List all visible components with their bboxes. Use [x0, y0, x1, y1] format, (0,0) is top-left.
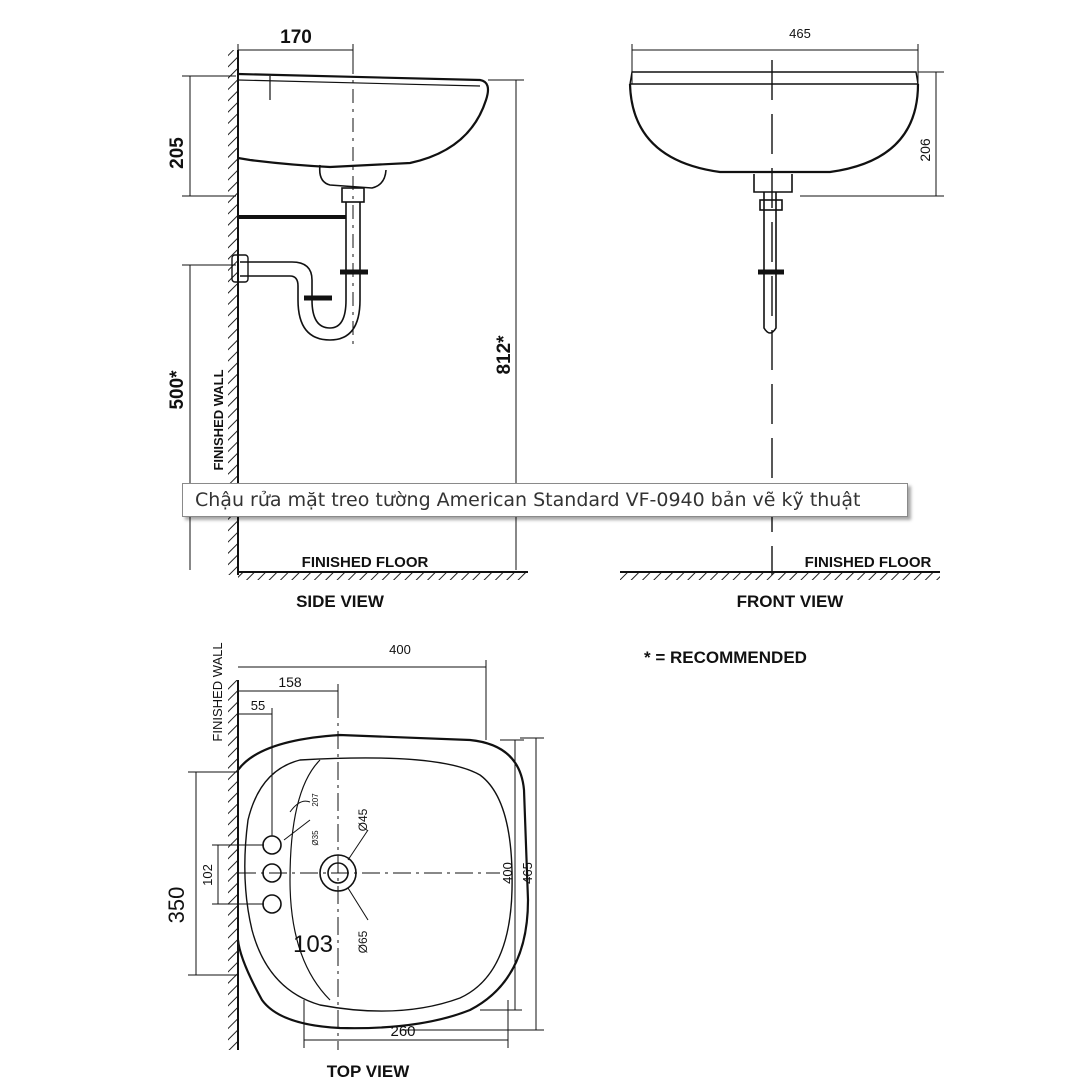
top-dim-207: 207: [311, 793, 320, 807]
front-floor-label: FINISHED FLOOR: [805, 554, 932, 571]
top-view-title: TOP VIEW: [327, 1062, 410, 1081]
image-caption-tooltip: Chậu rửa mặt treo tường American Standar…: [182, 483, 908, 517]
top-dim-350: 350: [164, 887, 189, 924]
top-wall-label: FINISHED WALL: [210, 642, 225, 741]
front-view-title: FRONT VIEW: [737, 592, 845, 611]
top-dim-158: 158: [278, 674, 302, 690]
side-dim-812: 812*: [494, 335, 515, 375]
side-wall-label: FINISHED WALL: [211, 369, 226, 470]
side-dim-500: 500*: [167, 370, 188, 410]
side-view-title: SIDE VIEW: [296, 592, 385, 611]
side-floor-label: FINISHED FLOOR: [302, 554, 429, 571]
side-dim-205: 205: [167, 137, 188, 169]
top-dim-103: 103: [293, 931, 333, 958]
top-dia-35: Ø35: [311, 830, 320, 846]
front-dim-206: 206: [917, 138, 933, 162]
top-dim-102: 102: [200, 864, 215, 886]
front-dim-465: 465: [789, 26, 811, 41]
recommended-legend: * = RECOMMENDED: [644, 648, 807, 667]
top-dim-400: 400: [389, 642, 411, 657]
side-dim-170: 170: [280, 27, 312, 48]
front-view: [620, 44, 944, 580]
top-dim-55: 55: [251, 698, 265, 713]
top-dia-65: Ø65: [356, 930, 370, 953]
top-dia-45: Ø45: [356, 808, 370, 831]
top-view: [188, 660, 544, 1050]
top-dim-400-side: 400: [500, 862, 515, 884]
top-dim-465-side: 465: [520, 862, 535, 884]
top-dim-260: 260: [390, 1023, 415, 1040]
